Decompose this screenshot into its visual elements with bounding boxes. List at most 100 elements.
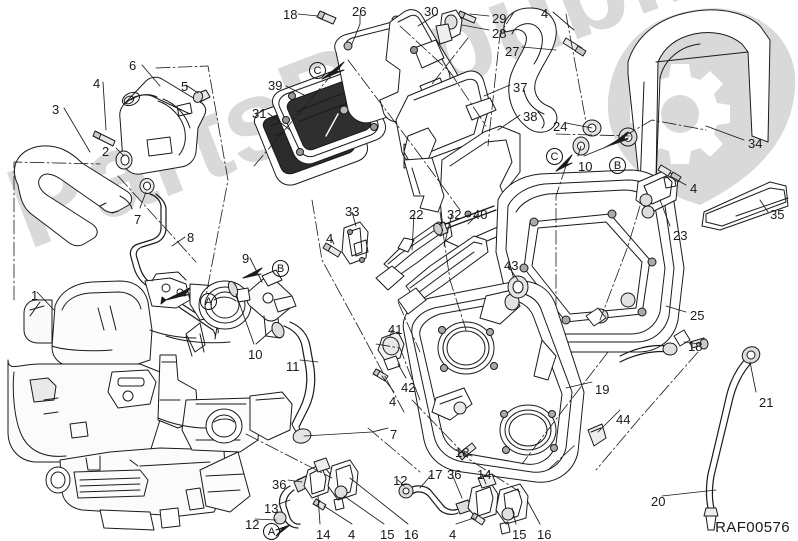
section-reference-mark: C (309, 62, 326, 79)
part-15-16-sensor-left (327, 459, 359, 511)
callout-number: 24 (553, 119, 568, 134)
callout-number: 44 (616, 412, 631, 427)
callout-number: 20 (651, 494, 666, 509)
part-4-screw-left (92, 130, 116, 147)
part-12-clamp-left (273, 511, 287, 525)
callout-number: 29 (492, 11, 507, 26)
part-14-sensor-center (467, 473, 499, 521)
callout-number: 4 (326, 231, 334, 246)
part-27-rubber-duct (503, 7, 558, 133)
callout-number: 28 (492, 26, 507, 41)
ref-arrow-c-left (321, 61, 345, 80)
callout-number: 10 (248, 347, 263, 362)
callout-number: 27 (505, 44, 520, 59)
callout-number: 33 (345, 204, 360, 219)
callout-number: 12 (245, 517, 260, 532)
callout-number: 43 (504, 258, 519, 273)
callout-number: 15 (380, 527, 395, 541)
part-4-screw-duct (562, 37, 587, 57)
callout-number: 4 (690, 181, 698, 196)
callout-number: 32 (447, 207, 462, 222)
part-10-clamp-upper (227, 280, 285, 339)
part-44-clip (587, 423, 607, 447)
part-34-cover-panel (627, 9, 771, 189)
callout-number: 15 (512, 527, 527, 541)
callout-number: 7 (390, 427, 398, 442)
part-41-sensor (377, 331, 405, 371)
part-42-screw (372, 368, 389, 382)
callout-number: 18 (688, 339, 703, 354)
callout-number: 12 (393, 473, 408, 488)
ref-arrow-a-left (160, 287, 191, 305)
callout-number: 17 (428, 467, 443, 482)
callout-number: 35 (770, 207, 785, 222)
part-20-drain-hose (703, 355, 755, 531)
callout-number: 42 (401, 380, 416, 395)
callout-number: 9 (242, 251, 250, 266)
part-15-16-sensor-center (495, 483, 529, 535)
callout-number: 4 (389, 394, 397, 409)
part-4-screw-right (657, 164, 682, 183)
callout-number: 22 (409, 207, 424, 222)
callout-number: 7 (134, 212, 142, 227)
callout-number: 3 (52, 102, 60, 117)
callout-number: 8 (187, 230, 195, 245)
part-upper-small-hose (619, 342, 678, 363)
part-12-clamp-center (398, 483, 414, 499)
part-9-valve (235, 269, 297, 339)
ref-arrow-c-right (555, 154, 573, 172)
section-reference-mark: C (546, 148, 563, 165)
diagram-part-code: RAF00576 (715, 519, 790, 536)
callout-number: 13 (264, 501, 279, 516)
part-1-engine-assembly (7, 271, 293, 531)
part-40-rod (433, 205, 497, 237)
leader-lines (36, 11, 769, 525)
part-38-airbox-brace (403, 127, 445, 213)
callout-number: 6 (129, 58, 137, 73)
part-24-grommets (572, 119, 638, 156)
callout-number: 10 (578, 159, 593, 174)
section-reference-mark: B (609, 157, 626, 174)
callout-number: 41 (388, 322, 403, 337)
callout-number: 21 (759, 395, 774, 410)
callout-number: 4 (93, 76, 101, 91)
part-18-screws (316, 10, 709, 461)
part-6-canister (119, 76, 207, 175)
callout-number: 4 (449, 527, 457, 541)
part-2-grommet (115, 150, 133, 170)
callout-number: 36 (272, 477, 287, 492)
part-11-hose (283, 321, 316, 444)
part-35-rubber-pad (701, 181, 789, 231)
part-4-screw-bottom-left (312, 498, 327, 511)
callout-number: 16 (537, 527, 552, 541)
part-21-clamp (741, 346, 761, 364)
section-reference-mark: A (263, 523, 280, 540)
callout-number: 26 (352, 4, 367, 19)
part-8-breather-tube (129, 193, 219, 340)
part-43-grommet (507, 275, 529, 299)
callout-number: 4 (541, 6, 549, 21)
part-3-intake-hose (13, 145, 133, 247)
callout-number: 5 (181, 79, 189, 94)
part-33-bracket (341, 221, 369, 265)
callout-number: 4 (348, 527, 356, 541)
part-5-screw (192, 89, 211, 103)
part-14-sensor-left (303, 457, 331, 499)
callout-number: 23 (673, 228, 688, 243)
callout-number: 18 (455, 445, 470, 460)
callout-number: 34 (748, 136, 763, 151)
assembly-axes (13, 11, 707, 493)
callout-number: 19 (595, 382, 610, 397)
callout-number: 39 (268, 78, 283, 93)
part-17-hose-center (409, 485, 461, 515)
callout-number: 37 (513, 80, 528, 95)
callout-number: 31 (252, 106, 267, 121)
callout-number: 16 (404, 527, 419, 541)
callout-number: 14 (316, 527, 331, 541)
part-22-linkage (375, 221, 453, 291)
section-reference-mark: A (200, 293, 217, 310)
part-4-screw-bracket (322, 242, 342, 258)
callout-number: 11 (286, 359, 300, 374)
